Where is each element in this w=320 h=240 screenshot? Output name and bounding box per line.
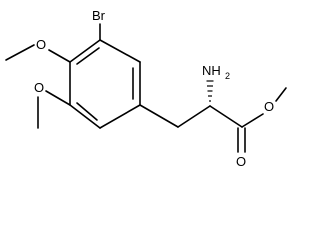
methoxy-oxygen-label: O bbox=[36, 37, 46, 52]
ring-double-bond bbox=[76, 47, 100, 65]
ring-bond bbox=[99, 104, 141, 129]
structure-diagram: Br O O NH 2 O O bbox=[5, 8, 287, 169]
methoxy-oxygen-label: O bbox=[34, 80, 44, 95]
hashed-wedge-bond bbox=[206, 80, 214, 102]
calpha-carbonyl-bond bbox=[209, 105, 243, 128]
carbonyl-o-bond bbox=[241, 113, 264, 128]
amine-subscript: 2 bbox=[225, 71, 230, 81]
c-o-bond bbox=[48, 49, 71, 63]
o-ch3-bond bbox=[5, 44, 35, 61]
ester-oxygen-label: O bbox=[264, 99, 274, 114]
o-ch3-bond bbox=[275, 87, 287, 102]
ring-ch2-bond bbox=[139, 104, 179, 128]
carbonyl-oxygen-label: O bbox=[236, 154, 246, 169]
ch2-calpha-bond bbox=[177, 105, 211, 128]
ring-bond bbox=[69, 104, 101, 129]
c-o-bond bbox=[45, 90, 71, 106]
ring-bond bbox=[69, 39, 101, 63]
benzene-ring bbox=[69, 39, 141, 129]
ring-double-bond bbox=[76, 102, 98, 121]
ring-bond bbox=[99, 39, 141, 63]
bromine-label: Br bbox=[92, 8, 106, 23]
amine-label: NH bbox=[202, 63, 221, 78]
